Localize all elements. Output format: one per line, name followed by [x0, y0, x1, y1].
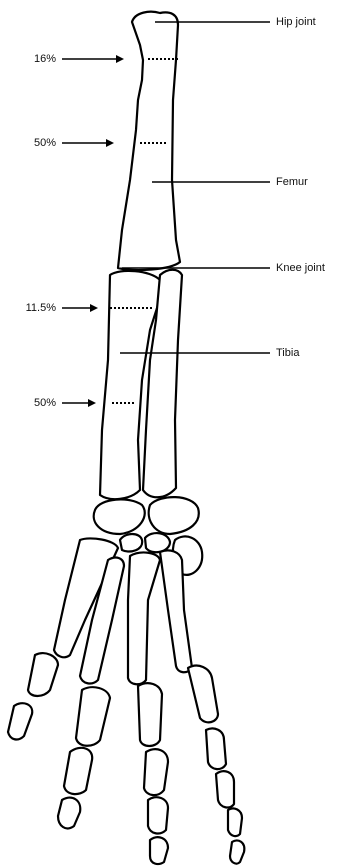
phalanx-3b	[144, 749, 168, 795]
pct-16-label: 16%	[6, 53, 56, 66]
phalanx-4d	[228, 808, 242, 836]
tibia-label: Tibia	[276, 347, 299, 360]
tarsal-bone-1	[94, 499, 145, 534]
phalanx-4b	[206, 728, 226, 769]
tarsal-bone-2	[149, 497, 199, 534]
phalanx-1a	[28, 653, 58, 696]
pct-50-tibia-label: 50%	[6, 397, 56, 410]
phalanx-4e	[230, 840, 244, 863]
phalanx-2b	[64, 748, 92, 794]
pct-50-femur-label: 50%	[6, 137, 56, 150]
femur-label: Femur	[276, 176, 308, 189]
pct-11-5-label: 11.5%	[6, 302, 56, 315]
arrow-50-femur	[62, 139, 114, 147]
phalanx-4c	[216, 771, 234, 807]
metatarsal-3	[128, 553, 160, 685]
arrow-16	[62, 55, 124, 63]
knee-joint-label: Knee joint	[276, 262, 325, 275]
phalanx-4a	[188, 666, 218, 723]
arrow-11-5	[62, 304, 98, 312]
phalanx-2a	[76, 687, 110, 746]
hip-joint-label: Hip joint	[276, 16, 316, 29]
phalanx-1b	[8, 703, 32, 739]
femur-bone	[118, 12, 180, 270]
phalanx-2c	[58, 798, 80, 829]
tarsal-bone-3	[120, 534, 142, 552]
phalanx-3c	[148, 797, 168, 833]
phalanx-3a	[138, 683, 162, 746]
arrow-50-tibia	[62, 399, 96, 407]
phalanx-3d	[150, 837, 168, 864]
